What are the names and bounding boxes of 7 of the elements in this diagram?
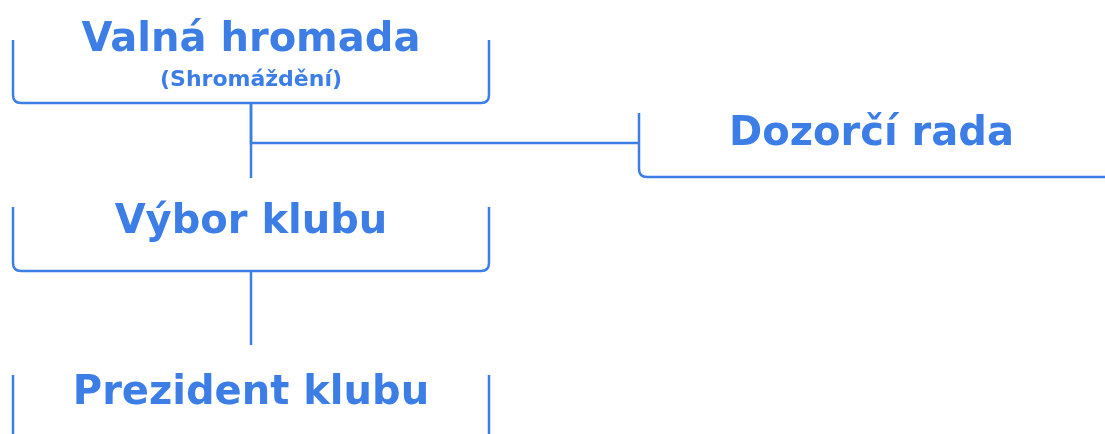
connector-line [249,104,638,145]
node-title: Prezident klubu [71,367,431,413]
connector-line [249,272,253,345]
node-title: Valná hromada [80,14,422,60]
subtitle: (Shromáždění) [159,66,343,91]
node-title: Dozorčí rada [728,108,1015,154]
node-title: Výbor klubu [113,196,389,242]
